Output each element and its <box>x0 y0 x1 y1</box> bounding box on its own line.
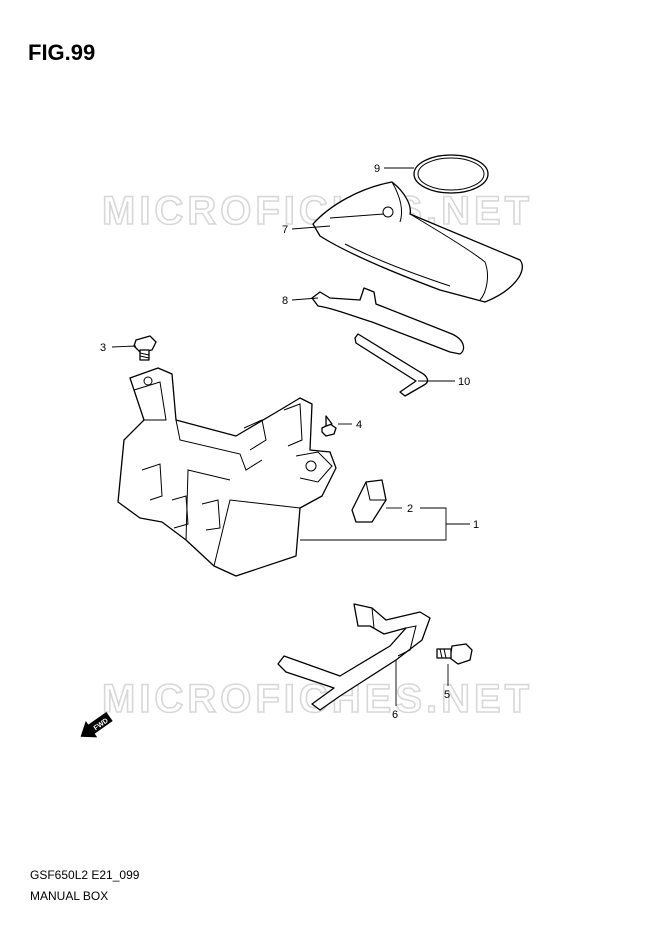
figure-title: FIG.99 <box>28 40 96 65</box>
callout-5: 5 <box>444 689 450 701</box>
watermark-bottom: MICROFICHES.NET <box>102 677 533 721</box>
callout-8: 8 <box>282 295 288 307</box>
part-10-hex-wrench <box>354 333 429 397</box>
part-5-bolt <box>436 643 473 665</box>
part-7-tool-bag <box>312 181 523 303</box>
callout-1: 1 <box>473 519 479 531</box>
callout-10: 10 <box>458 376 470 388</box>
callout-9: 9 <box>374 163 380 175</box>
fwd-label: FWD <box>93 717 110 732</box>
part-1-manual-box <box>117 367 337 577</box>
part-4-screw <box>321 415 337 437</box>
part-9-o-ring <box>413 154 489 194</box>
callout-6: 6 <box>392 709 398 721</box>
callout-2: 2 <box>407 503 413 515</box>
part-8-spanner <box>311 287 465 355</box>
part-3-bolt <box>133 335 157 361</box>
leader-lines <box>111 167 470 706</box>
part-6-bracket <box>277 603 431 711</box>
callout-3: 3 <box>100 342 106 354</box>
drawing-code: GSF650L2 E21_099 <box>30 868 140 882</box>
part-2-cushion <box>351 479 387 523</box>
drawing-caption: MANUAL BOX <box>30 889 109 903</box>
callout-7: 7 <box>282 224 288 236</box>
callout-4: 4 <box>356 419 362 431</box>
